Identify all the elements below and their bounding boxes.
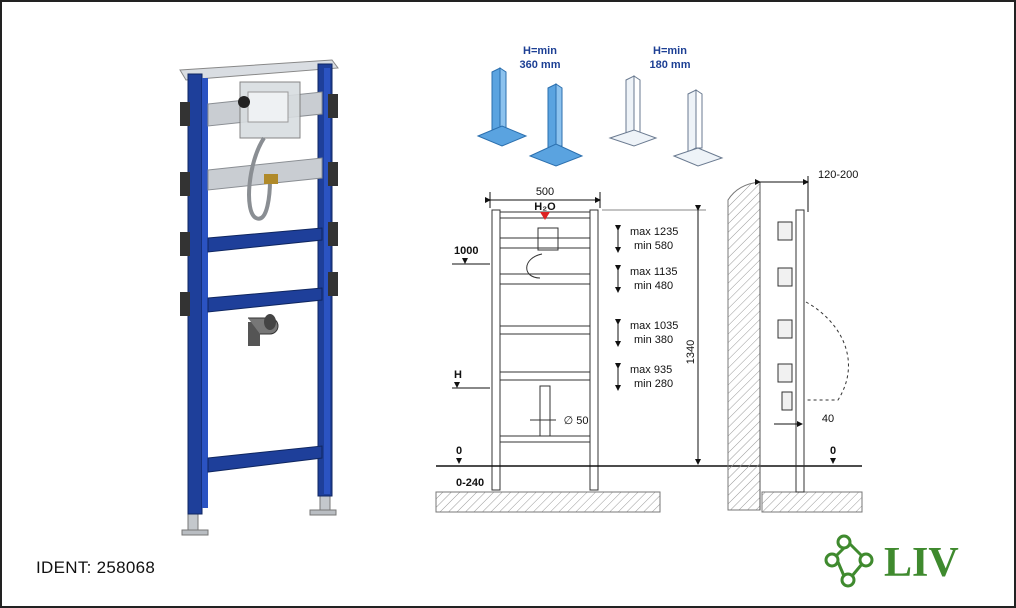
width-dimension: 500 — [536, 186, 554, 198]
level-zero-right: 0 — [830, 445, 836, 457]
pipe-diameter-label: ∅ 50 — [564, 415, 589, 427]
logo-text: LIV — [884, 540, 959, 586]
ident-label: IDENT: 258068 — [36, 558, 156, 577]
liv-logo: LIV — [824, 534, 959, 588]
h2o-label: H₂O — [534, 201, 556, 213]
variant-1-label-line2: 360 mm — [520, 59, 561, 71]
variant-1-brackets — [476, 67, 584, 167]
level-h-label: H — [454, 369, 462, 381]
range-3-min: min 380 — [634, 334, 673, 346]
level-1000-label: 1000 — [454, 245, 478, 257]
range-2-max: max 1135 — [630, 266, 678, 278]
variant-2-label-line1: H=min — [653, 45, 687, 57]
variant-2-label-line2: 180 mm — [650, 59, 691, 71]
range-1-min: min 580 — [634, 240, 673, 252]
offset-dimension: 40 — [822, 413, 834, 425]
range-4-min: min 280 — [634, 378, 673, 390]
liv-molecule-icon — [824, 534, 874, 588]
technical-drawing: H=min 360 mm H=min 180 mm 500 — [435, 45, 863, 513]
installation-frame-photo — [179, 59, 339, 536]
range-4-max: max 935 — [630, 364, 672, 376]
floor-range-label: 0-240 — [456, 477, 484, 489]
height-dimension: 1340 — [685, 340, 697, 364]
range-2-min: min 480 — [634, 280, 673, 292]
range-3-max: max 1035 — [630, 320, 678, 332]
variant-1-label-line1: H=min — [523, 45, 557, 57]
level-zero-left: 0 — [456, 445, 462, 457]
wall-gap-dimension: 120-200 — [818, 169, 858, 181]
range-1-max: max 1235 — [630, 226, 678, 238]
variant-2-brackets — [608, 75, 724, 167]
